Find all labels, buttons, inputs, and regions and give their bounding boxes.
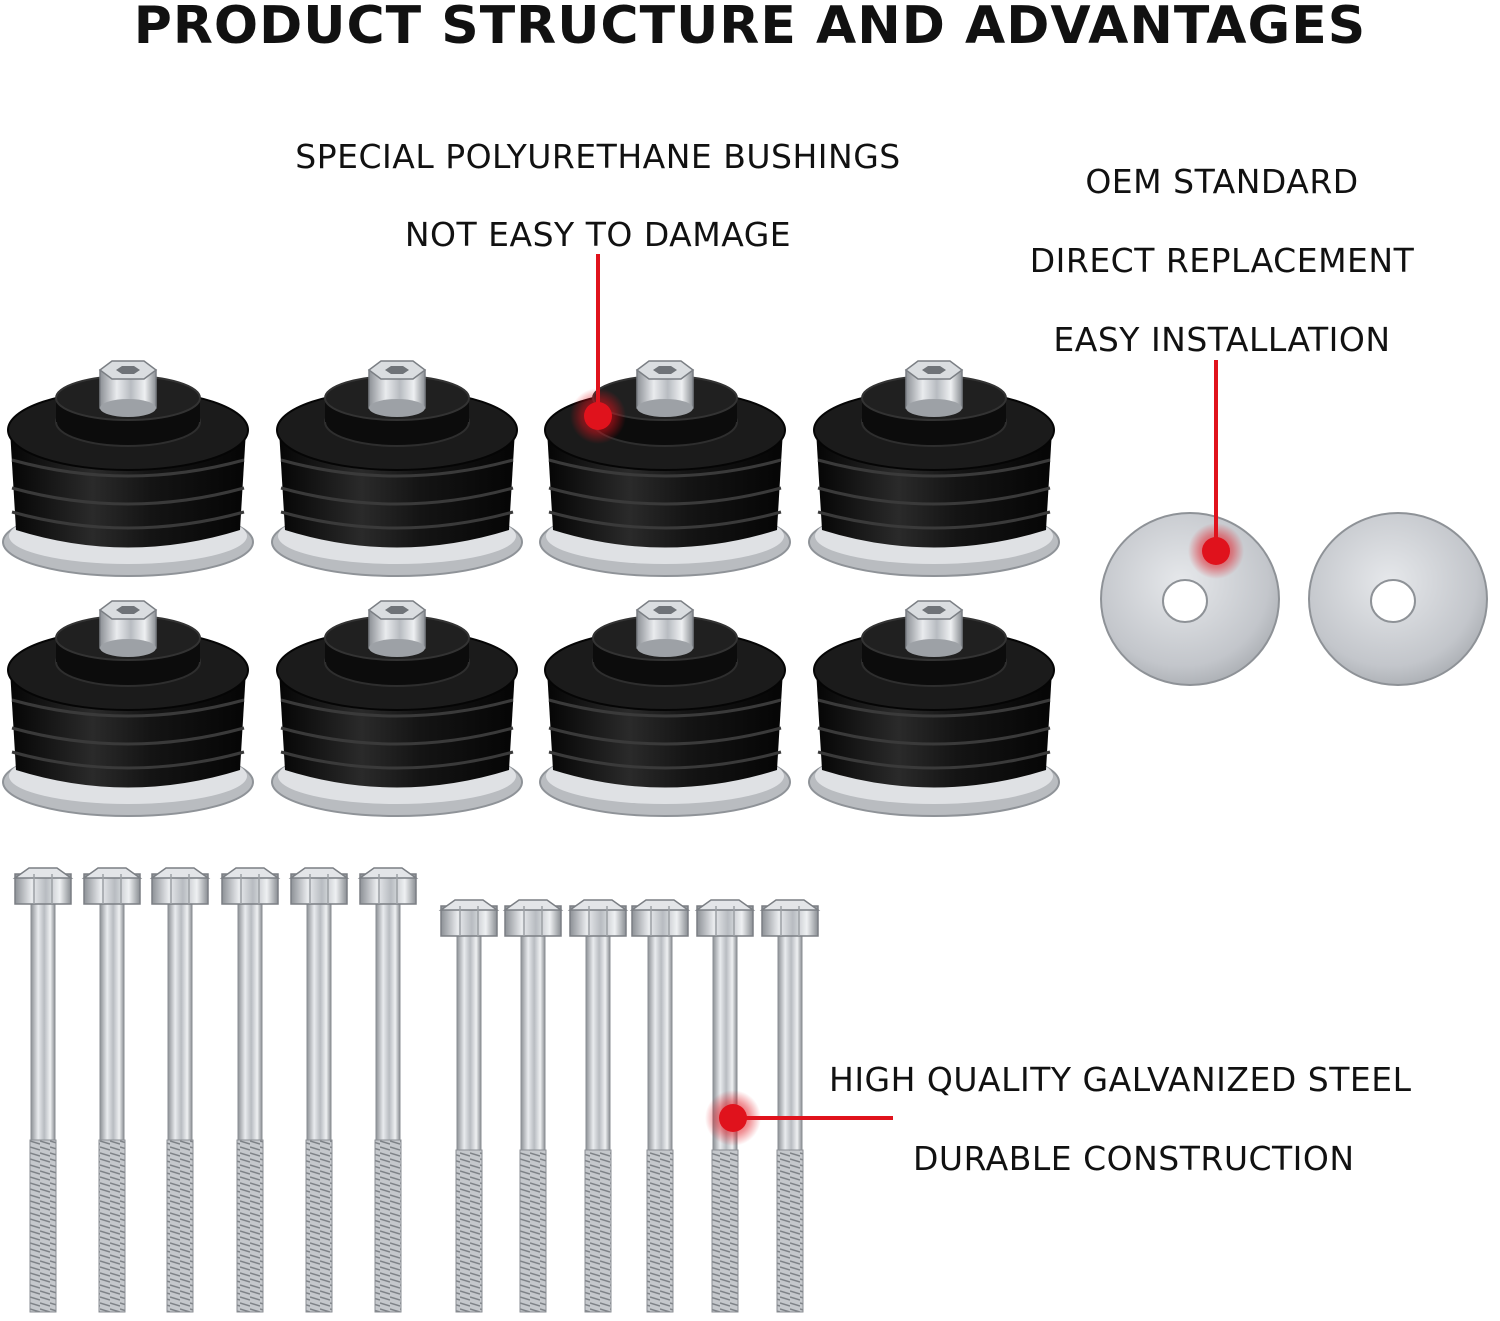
bolt [288,867,350,1313]
washer-group [1100,512,1488,686]
bushing [271,360,523,577]
bolt [219,867,281,1313]
bolt [81,867,143,1313]
bolt [629,899,691,1313]
bushing [2,360,254,577]
bolt [12,867,74,1313]
washers-callout-line3: EASY INSTALLATION [1053,320,1391,359]
bushing [539,360,791,577]
bolt [438,899,500,1313]
bolts-callout-line2: DURABLE CONSTRUCTION [913,1139,1355,1178]
washer [1100,512,1280,686]
callout-markers [570,254,1244,1146]
bolts-callout-line1: HIGH QUALITY GALVANIZED STEEL [829,1060,1412,1099]
washers-callout-line2: DIRECT REPLACEMENT [1029,241,1415,280]
bolt [567,899,629,1313]
washers-callout-line1: OEM STANDARD [1085,162,1359,201]
washer [1308,512,1488,686]
bushings-callout-marker [570,254,626,444]
bushings-callout-line1: SPECIAL POLYURETHANE BUSHINGS [295,137,901,176]
bushing [539,600,791,817]
bushing [808,360,1060,577]
bolt [759,899,821,1313]
bolt [149,867,211,1313]
bolt [357,867,419,1313]
bolts-callout-marker [705,1090,893,1146]
washers-callout-marker [1188,360,1244,579]
page-title: PRODUCT STRUCTURE AND ADVANTAGES [133,0,1367,56]
bushings-callout-line2: NOT EASY TO DAMAGE [404,215,792,254]
bushing [271,600,523,817]
bushing-group [2,360,1060,817]
bushing [2,600,254,817]
bushing [808,600,1060,817]
bolt-group [12,867,821,1313]
bolt [502,899,564,1313]
